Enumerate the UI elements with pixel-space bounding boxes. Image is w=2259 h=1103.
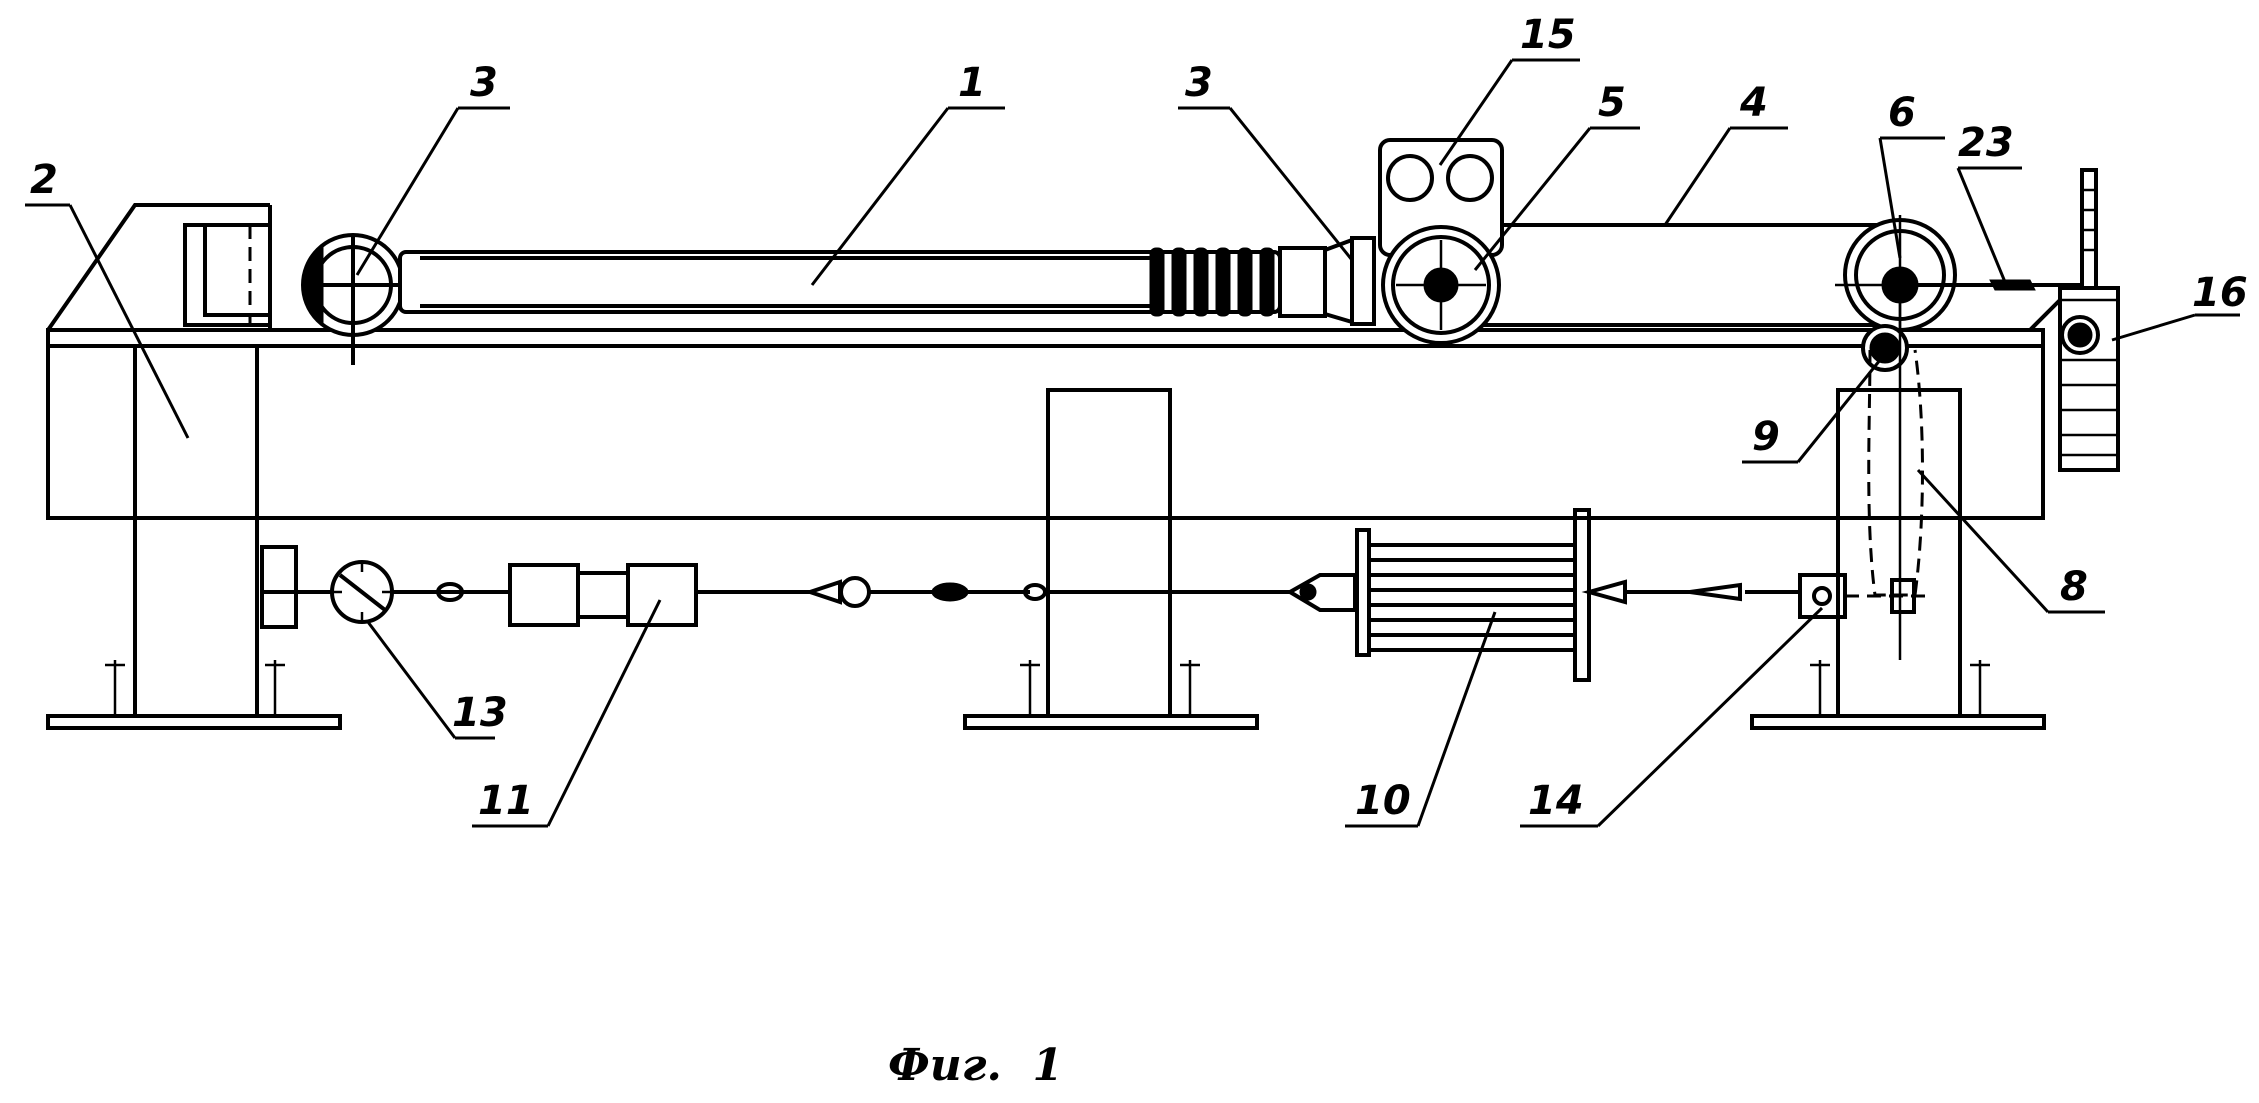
dynamometer-dial bbox=[332, 562, 392, 622]
support-leg-middle bbox=[965, 390, 1257, 728]
leader-lines bbox=[25, 60, 2240, 826]
spring-drum bbox=[1290, 510, 1625, 680]
label-9: 9 bbox=[1752, 414, 1780, 460]
callout-labels: 2 3 1 3 15 5 4 6 23 16 9 8 13 11 10 14 bbox=[30, 12, 2248, 824]
tension-unit bbox=[510, 565, 696, 625]
label-1: 1 bbox=[958, 60, 986, 106]
lower-cable-train bbox=[262, 510, 1925, 680]
label-15: 15 bbox=[1520, 12, 1576, 58]
label-5: 5 bbox=[1598, 80, 1626, 126]
label-3-left: 3 bbox=[470, 60, 498, 106]
left-end-clamp bbox=[185, 205, 270, 330]
label-6: 6 bbox=[1888, 90, 1916, 136]
label-23: 23 bbox=[1958, 120, 2014, 166]
label-13: 13 bbox=[452, 690, 508, 736]
label-3-right: 3 bbox=[1185, 60, 1213, 106]
label-16: 16 bbox=[2192, 270, 2248, 316]
label-2: 2 bbox=[30, 157, 58, 203]
support-leg-left bbox=[48, 346, 340, 728]
figure-caption: Фиг. 1 bbox=[888, 1040, 1063, 1091]
label-4: 4 bbox=[1739, 80, 1768, 126]
label-8: 8 bbox=[2060, 564, 2088, 610]
label-11: 11 bbox=[478, 778, 534, 824]
test-specimen-rod bbox=[400, 238, 1374, 324]
label-10: 10 bbox=[1355, 778, 1411, 824]
label-14: 14 bbox=[1528, 778, 1584, 824]
right-weight-stack bbox=[2060, 170, 2118, 470]
